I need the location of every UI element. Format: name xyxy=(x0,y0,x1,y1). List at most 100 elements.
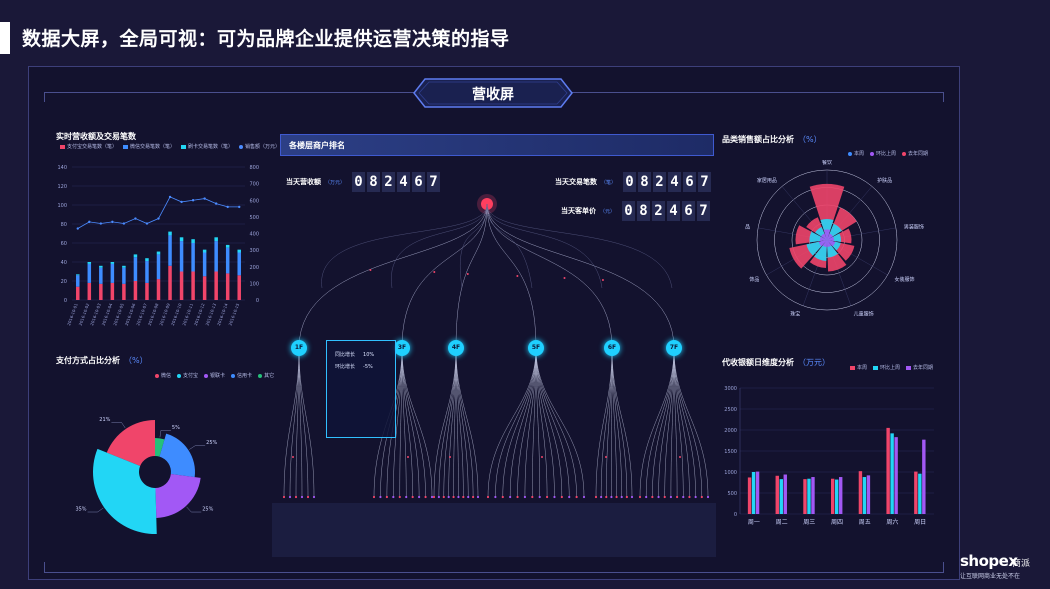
branch-dot xyxy=(433,271,436,273)
bar-segment xyxy=(179,241,184,272)
leaf-node xyxy=(531,495,534,499)
line-point xyxy=(122,222,126,225)
bar-segment xyxy=(133,254,138,258)
tree-branch xyxy=(486,203,613,349)
bar-segment xyxy=(87,282,92,300)
leaf-node xyxy=(501,495,504,499)
pie-slice xyxy=(155,438,165,457)
floor-node-3f[interactable]: 3F xyxy=(394,340,410,356)
bar xyxy=(775,475,779,514)
kpi-transactions: 当天交易笔数 （笔） 0 8 2 4 6 7 xyxy=(555,172,712,192)
bar xyxy=(866,475,871,514)
y2-tick-label: 200 xyxy=(249,265,259,271)
bar-segment xyxy=(214,237,218,242)
floor-node-5f[interactable]: 5F xyxy=(528,340,544,356)
y2-tick-label: 100 xyxy=(249,281,259,287)
kpi-revenue: 当天营收额 （万元） 0 8 2 4 6 7 xyxy=(286,172,441,192)
leaf-node xyxy=(462,495,465,499)
line-point xyxy=(214,202,218,205)
leaf-node xyxy=(688,495,691,499)
floor-node-6f[interactable]: 6F xyxy=(604,340,620,356)
x-tick-label: 2016-10-04 xyxy=(101,302,114,326)
tree-branch xyxy=(455,203,488,349)
bar-segment xyxy=(225,244,230,248)
bar xyxy=(914,471,918,514)
x-tick-label: 2016-10-01 xyxy=(66,302,79,326)
bar-segment xyxy=(179,237,184,242)
legend-item: 微信交易笔数（笔） xyxy=(123,143,175,150)
tree-fan-line xyxy=(460,203,488,289)
logo-cn: 商派 xyxy=(1012,559,1031,569)
pie-label-line xyxy=(159,430,171,438)
floor-tree xyxy=(282,194,710,499)
tree-fan-line xyxy=(391,203,488,289)
line-point xyxy=(238,205,241,209)
bar xyxy=(779,479,783,514)
pie-hole xyxy=(141,458,169,486)
page-title: 数据大屏，全局可视：可为品牌企业提供运营决策的指导 xyxy=(22,28,510,50)
tree-leaf-branch xyxy=(455,347,469,498)
y-tick-label: 40 xyxy=(61,260,67,266)
floor-node-4f[interactable]: 4F xyxy=(448,340,464,356)
bar-segment xyxy=(225,273,230,300)
leaf-node xyxy=(442,495,445,499)
bar-segment xyxy=(99,283,103,300)
kpi-label: 当天客单价 xyxy=(561,207,596,215)
tree-leaf-branch xyxy=(401,347,426,498)
leaf-node xyxy=(575,495,578,499)
leaf-node xyxy=(312,495,316,499)
polar-bar xyxy=(827,236,834,241)
legend-item: 本周 xyxy=(848,150,864,157)
bar-segment xyxy=(214,241,218,272)
bar-segment xyxy=(202,276,207,300)
branch-dot xyxy=(516,275,519,277)
line-point xyxy=(88,220,91,224)
leaf-node xyxy=(300,495,304,499)
pie-label-line xyxy=(111,422,126,429)
frame-line-top-left xyxy=(44,92,414,93)
tree-leaf-branch xyxy=(673,347,703,498)
floor-node-7f[interactable]: 7F xyxy=(666,340,682,356)
floor-node-1f[interactable]: 1F xyxy=(291,340,307,356)
y-tick-label: 80 xyxy=(61,222,67,228)
bar-segment xyxy=(214,271,218,300)
frame-corner-tr xyxy=(943,92,944,102)
polar-bar xyxy=(827,240,832,247)
bar xyxy=(807,478,811,514)
kpi-digit: 7 xyxy=(698,172,712,192)
screen-title: 营收屏 xyxy=(472,87,514,103)
tree-leaf-branch xyxy=(298,347,303,498)
leaf-node xyxy=(432,495,436,499)
frame-line-bottom xyxy=(44,572,944,573)
kpi-digit: 0 xyxy=(623,172,637,192)
x-tick-label: 周六 xyxy=(886,518,898,526)
bar-segment xyxy=(133,281,138,300)
x-tick-label: 2016-10-03 xyxy=(89,302,102,326)
bar-segment xyxy=(122,267,126,284)
y-tick-label: 60 xyxy=(61,241,67,247)
kpi-digit: 2 xyxy=(382,172,396,192)
tree-leaf-branch xyxy=(298,347,309,498)
tree-leaf-branch xyxy=(535,347,585,498)
leaf-dot xyxy=(541,456,543,458)
pie-label-line xyxy=(87,507,104,513)
leaf-dot xyxy=(292,456,294,458)
tree-leaf-branch xyxy=(645,347,675,498)
bar xyxy=(811,477,815,514)
title-accent-bar xyxy=(0,22,10,54)
leaf-node xyxy=(620,495,623,499)
pie-label-line xyxy=(189,445,206,450)
bar-segment xyxy=(145,258,149,262)
tree-leaf-branch xyxy=(289,347,300,498)
tree-fan-line xyxy=(321,203,488,289)
frame-corner-tl xyxy=(44,92,45,102)
bar-segment xyxy=(110,282,115,300)
tree-leaf-branch xyxy=(487,347,537,498)
y-tick-label: 2500 xyxy=(724,407,737,413)
y2-tick-label: 600 xyxy=(249,198,259,204)
tree-leaf-branch xyxy=(399,347,403,498)
leaf-node xyxy=(452,495,455,499)
ranking-title: 各楼层商户排名 xyxy=(289,141,345,150)
leaf-node xyxy=(430,495,434,499)
kpi-digit: 0 xyxy=(352,172,366,192)
